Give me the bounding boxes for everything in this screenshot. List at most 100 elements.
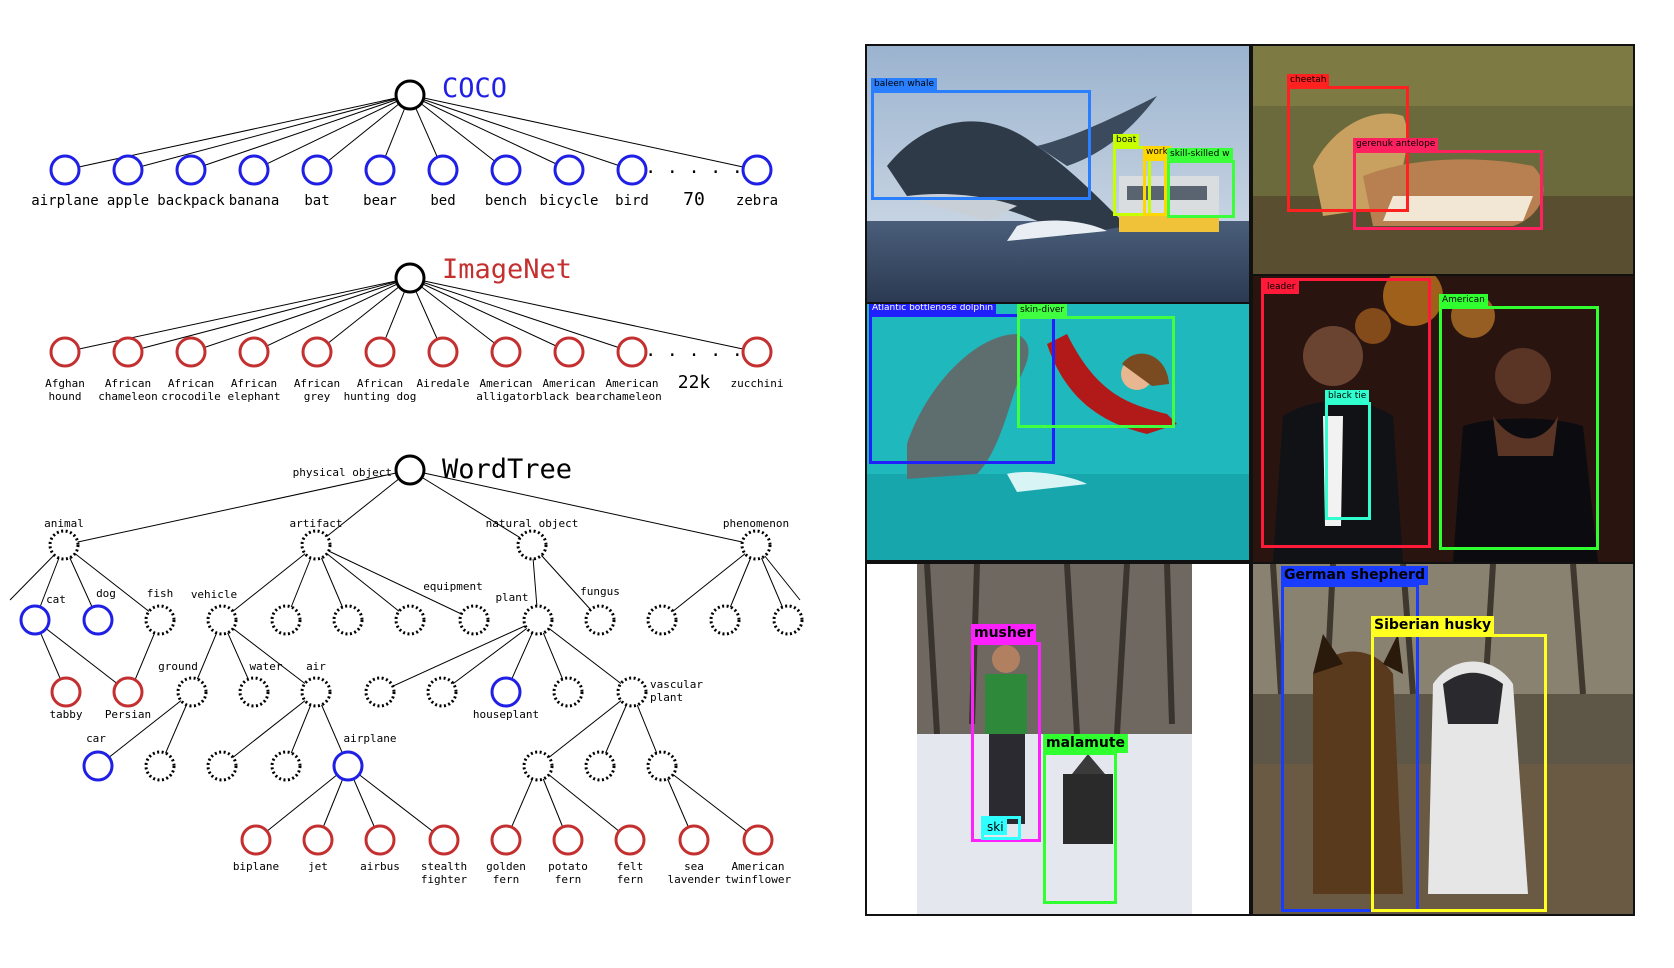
imagenet-class-label: black bear [536,390,603,403]
wordtree-node-pl1 [364,676,396,708]
tree-edge [63,544,161,621]
wordtree-label-sea-lavender: sea [684,860,704,873]
detection-label: Atlantic bottlenose dolphin [869,304,997,315]
imagenet-class-label: African [105,377,151,390]
wordtree-label-stealth-fighter: fighter [421,873,468,886]
wordtree-node-pl2 [426,676,458,708]
wordtree-node-a7 [394,604,426,636]
wordtree-label-air: air [306,660,326,673]
wordtree-label-vehicle: vehicle [191,588,237,601]
wordtree-node-a1 [206,750,238,782]
imagenet-class-node [238,336,270,368]
coco-class-node [364,154,396,186]
coco-class-node [616,154,648,186]
wordtree-node-sea-lavender [678,824,710,856]
wordtree-node-phenomenon [740,529,772,561]
detection-box: American [1439,294,1599,550]
tree-edge [661,544,757,621]
wordtree-node-equipment [458,604,490,636]
coco-class-node [553,154,585,186]
tree-edge [409,94,570,171]
wordtree-label-houseplant: houseplant [473,708,539,721]
wordtree-node-tabby [50,676,82,708]
imagenet-class-node [49,336,81,368]
detection-box: Atlantic bottlenose dolphin [869,304,1055,464]
wordtree-node-fungus [584,604,616,636]
tree-edge [253,94,411,171]
wordtree-label-water: water [249,660,282,673]
detection-label: skill-skilled w [1167,148,1233,161]
wordtree-node-root [394,454,426,486]
coco-ellipsis: . . . . . [645,157,743,178]
wordtree-label-vascular-plant: vascular [650,678,703,691]
tree-edge [64,277,411,353]
wordtree-node-ground [176,676,208,708]
formal-couple-photo: leader American black tie [1253,276,1633,562]
wordtree-node-p3 [772,604,804,636]
coco-class-node [301,154,333,186]
wordtree-node-p2 [709,604,741,636]
imagenet-class-label: African [357,377,403,390]
whale-photo: baleen whale boat work skill-skilled w [867,46,1249,302]
imagenet-class-node [112,336,144,368]
wordtree-label-felt-fern: felt [617,860,644,873]
detection-box: boat [1113,134,1151,216]
wordtree-root-label: physical object [293,466,392,479]
imagenet-class-label: hunting dog [344,390,417,403]
wordtree-label-equipment: equipment [423,580,483,593]
wordtree-node-jet [302,824,334,856]
wordtree-node-potato-fern [552,824,584,856]
detection-label: musher [971,624,1037,643]
tree-edge [63,469,411,546]
detection-label: black tie [1325,390,1370,403]
imagenet-ellipsis: . . . . . [645,340,743,361]
coco-class-node [112,154,144,186]
tree-edge [190,94,411,171]
wordtree-node-p1 [646,604,678,636]
wordtree-node-v3 [646,750,678,782]
tree-edge [255,765,349,841]
wordtree-label-car: car [86,732,106,745]
tree-edge [409,277,633,353]
detection-box: baleen whale [871,78,1091,200]
detection-box: musher [971,624,1041,842]
tree-edge [315,544,411,621]
coco-count-label: 70 [683,189,705,210]
tree-edge [409,277,758,353]
detection-box: German shepherd [1281,566,1428,912]
tree-edge [537,619,633,693]
tree-edge [315,469,411,546]
detection-label: Siberian husky [1371,616,1495,635]
imagenet-class-label: Airedale [417,377,470,390]
detection-label: malamute [1043,734,1129,753]
wordtree-node-airplane [332,750,364,782]
wordtree-label-cat: cat [46,593,66,606]
detection-label: ski [984,819,1007,835]
wordtree-label-golden-fern: fern [493,873,520,886]
tree-edge [221,544,317,621]
coco-title: COCO [442,73,507,104]
detection-label: baleen whale [871,78,937,91]
wordtree-node-persian [112,676,144,708]
coco-class-label: bird [615,193,649,209]
dolphin-photo: Atlantic bottlenose dolphin skin-diver [867,304,1249,560]
tree-edge [316,94,411,171]
wordtree-label-american-twinflower: American [732,860,785,873]
wordtree-label-potato-fern: fern [555,873,582,886]
tree-edge [409,469,533,546]
wordtree-label-airplane: airplane [344,732,397,745]
imagenet-class-node [553,336,585,368]
wordtree-node-houseplant [490,676,522,708]
tree-edge [537,691,633,767]
wordtree-label-sea-lavender: lavender [668,873,721,886]
detection-label: skin-diver [1017,304,1068,317]
wordtree-node-vehicle [206,604,238,636]
wordtree-label-persian: Persian [105,708,151,721]
tree-edge [537,765,631,841]
coco-root-node [394,79,426,111]
imagenet-class-node [741,336,773,368]
detection-box: ski [981,816,1021,840]
wordtree-node-water [238,676,270,708]
